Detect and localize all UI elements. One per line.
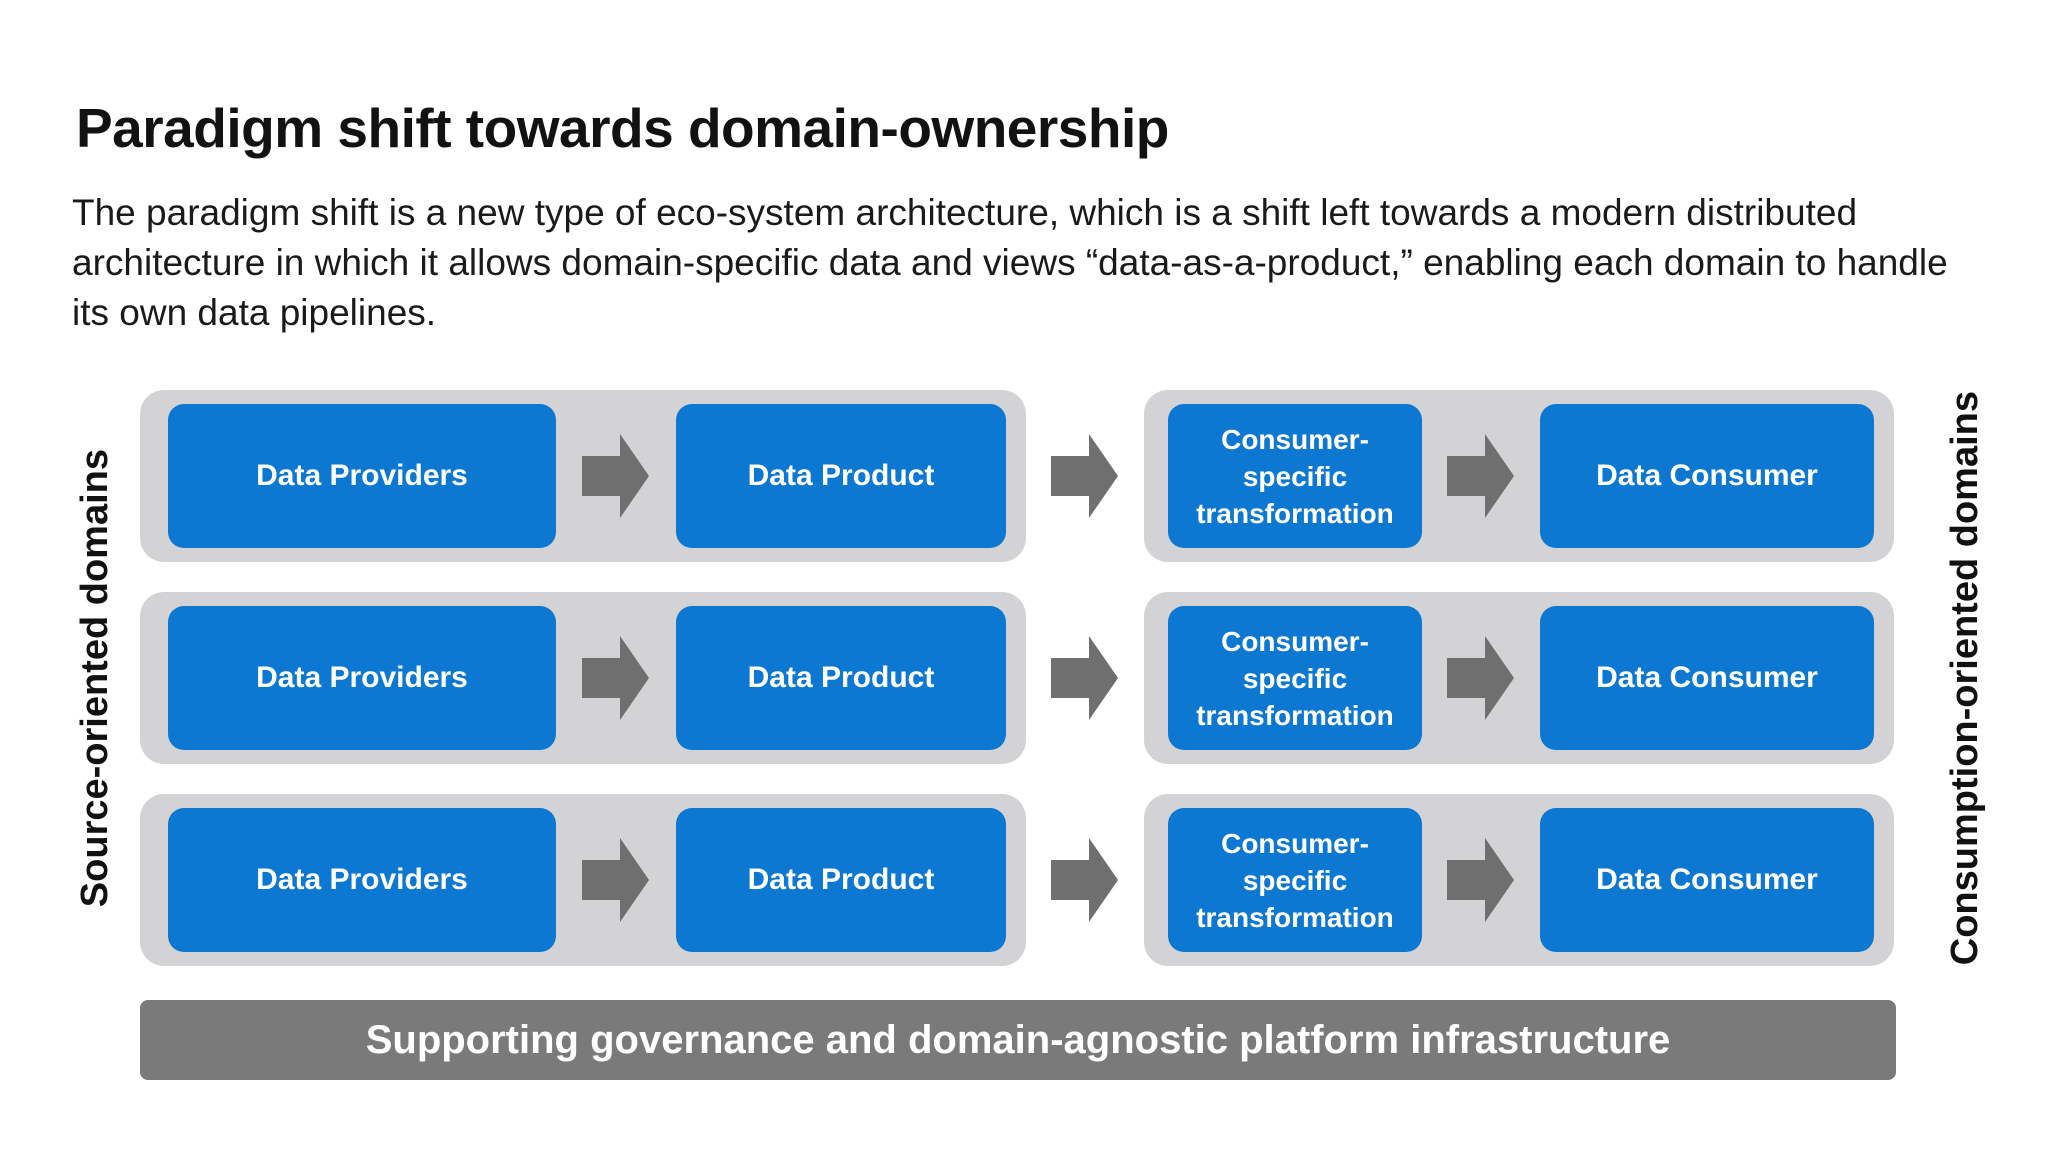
consumption-domain-group: Consumer-specific transformation Data Co… [1144,592,1894,764]
source-domains-axis-label: Source-oriented domains [54,390,136,966]
consumption-domains-axis-label-text: Consumption-oriented domains [1943,390,1986,966]
data-product-label: Data Product [747,459,935,492]
page-title: Paradigm shift towards domain-ownership [76,97,1169,159]
block-arrow-right-icon [1447,636,1514,720]
block-arrow-right-icon [1447,434,1514,518]
intro-paragraph: The paradigm shift is a new type of eco-… [72,192,1948,333]
data-providers-label: Data Providers [256,661,468,694]
pipeline-row: Data Providers Data Product Consumer-spe… [140,794,1894,966]
consumer-transformation-label: Consumer-specific transformation [1196,827,1394,933]
pipeline-row: Data Providers Data Product Consumer-spe… [140,592,1894,764]
source-domain-group: Data Providers Data Product [140,390,1026,562]
data-providers-label: Data Providers [256,459,468,492]
source-domains-axis-label-text: Source-oriented domains [73,448,116,908]
data-providers-node: Data Providers [168,606,556,750]
data-consumer-node: Data Consumer [1540,808,1874,952]
data-product-node: Data Product [676,606,1006,750]
data-consumer-node: Data Consumer [1540,606,1874,750]
pipeline-row: Data Providers Data Product Consumer-spe… [140,390,1894,562]
consumption-domain-group: Consumer-specific transformation Data Co… [1144,794,1894,966]
data-consumer-label: Data Consumer [1596,661,1818,694]
block-arrow-right-icon [582,838,649,922]
data-providers-node: Data Providers [168,404,556,548]
consumer-transformation-node: Consumer-specific transformation [1168,808,1422,952]
consumer-transformation-label: Consumer-specific transformation [1196,625,1394,731]
data-providers-label: Data Providers [256,863,468,896]
consumer-transformation-node: Consumer-specific transformation [1168,606,1422,750]
source-domain-group: Data Providers Data Product [140,794,1026,966]
group-connector [1026,794,1144,966]
data-consumer-label: Data Consumer [1596,863,1818,896]
data-product-node: Data Product [676,404,1006,548]
source-domain-group: Data Providers Data Product [140,592,1026,764]
block-arrow-right-icon [1447,838,1514,922]
block-arrow-right-icon [1051,434,1118,518]
consumption-domains-axis-label: Consumption-oriented domains [1922,390,2008,966]
group-connector [1026,592,1144,764]
data-product-node: Data Product [676,808,1006,952]
block-arrow-right-icon [582,636,649,720]
consumption-domain-group: Consumer-specific transformation Data Co… [1144,390,1894,562]
data-providers-node: Data Providers [168,808,556,952]
governance-bar-label: Supporting governance and domain-agnosti… [365,1017,1671,1062]
data-consumer-node: Data Consumer [1540,404,1874,548]
consumer-transformation-label: Consumer-specific transformation [1196,423,1394,529]
group-connector [1026,390,1144,562]
consumer-transformation-node: Consumer-specific transformation [1168,404,1422,548]
data-product-label: Data Product [747,863,935,896]
block-arrow-right-icon [582,434,649,518]
data-product-label: Data Product [747,661,935,694]
data-consumer-label: Data Consumer [1596,459,1818,492]
block-arrow-right-icon [1051,838,1118,922]
block-arrow-right-icon [1051,636,1118,720]
governance-bar: Supporting governance and domain-agnosti… [140,1000,1896,1080]
